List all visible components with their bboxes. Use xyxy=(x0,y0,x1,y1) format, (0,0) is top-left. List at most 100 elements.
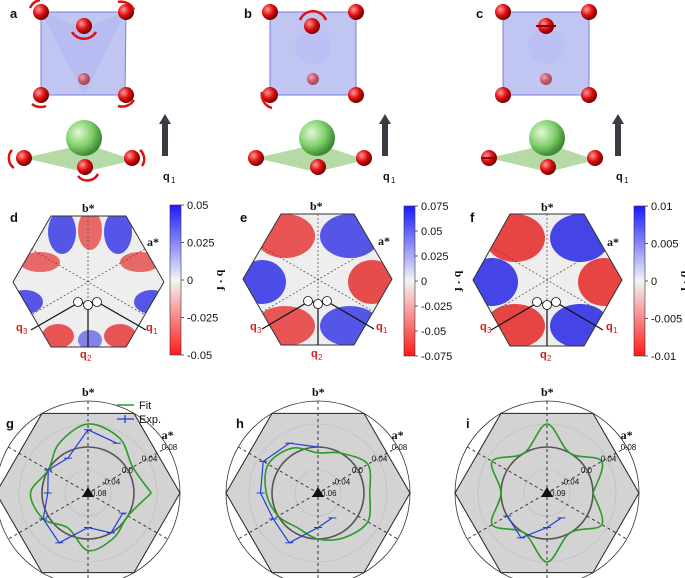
octahedron-a xyxy=(28,0,136,109)
svg-text:q: q xyxy=(480,321,487,333)
polar-b-star-label: b* xyxy=(82,385,95,399)
hex-border-f xyxy=(472,213,623,347)
panel-label-b: b xyxy=(244,6,252,21)
polar-fit-line xyxy=(29,423,152,552)
polar-center-triangle xyxy=(541,487,553,497)
panel-label-g: g xyxy=(6,416,14,431)
polar-exp-line xyxy=(506,515,562,539)
svg-text:1: 1 xyxy=(171,176,176,185)
svg-text:q: q xyxy=(311,348,318,360)
colorbar-tick-label: 0 xyxy=(421,276,427,288)
panel-label-d: d xyxy=(10,210,18,225)
polar-center-triangle xyxy=(82,487,94,497)
svg-text:2: 2 xyxy=(87,354,92,363)
svg-text:2: 2 xyxy=(318,353,323,362)
colorbar-tick-label: -0.05 xyxy=(421,326,446,338)
polar-center-tick-label: 0.09 xyxy=(550,489,566,498)
svg-text:q: q xyxy=(163,171,170,183)
svg-text:1: 1 xyxy=(624,176,629,185)
octahedron-b xyxy=(260,4,364,110)
polar-exp-line xyxy=(42,429,124,544)
q-paths-e xyxy=(261,296,375,345)
svg-text:q: q xyxy=(606,321,613,333)
polar-tick-label: 0.08 xyxy=(621,443,637,452)
panel-label-h: h xyxy=(236,416,244,431)
hex-border-e xyxy=(242,213,393,346)
polar-a-star-label: a* xyxy=(621,428,633,442)
colorbar-tick-label: -0.05 xyxy=(187,350,212,362)
colorbar-title: b · f xyxy=(678,271,685,293)
polar-center-tick-label: 0.06 xyxy=(321,489,337,498)
svg-text:3: 3 xyxy=(23,327,28,336)
svg-text:q: q xyxy=(250,321,257,333)
polar-a-star-label: a* xyxy=(162,428,174,442)
colorbar-tick-label: 0.05 xyxy=(421,226,442,238)
polar-tick-label: 0.0 xyxy=(352,466,364,475)
polar-center-triangle xyxy=(312,487,324,497)
polar-tick-label: -0.04 xyxy=(332,478,351,487)
colorbar-tick-label: 0 xyxy=(651,276,657,288)
polar-exp-line xyxy=(259,442,333,544)
colorbar-title: b · f xyxy=(214,270,228,292)
panel-label-f: f xyxy=(470,210,475,225)
polar-plot-g: 0.08 0.04 0.0-0.04 0.08 b* a* xyxy=(0,385,181,578)
polar-tick-label: 0.0 xyxy=(581,466,593,475)
b-star-label-d: b* xyxy=(82,201,95,215)
triangle-c xyxy=(481,114,624,175)
hex-border-d xyxy=(12,215,165,348)
colorbar-tick-label: 0.05 xyxy=(187,200,208,212)
colorbar-tick-label: -0.01 xyxy=(651,351,676,363)
polar-tick-label: 0.04 xyxy=(372,455,388,464)
polar-plot-i: 0.080.040.0-0.040.09b*a* xyxy=(454,385,640,578)
polar-fit-line xyxy=(490,423,604,563)
polar-b-star-label: b* xyxy=(541,385,554,399)
svg-text:q: q xyxy=(146,322,153,334)
q-paths-d xyxy=(30,297,147,347)
triangle-b xyxy=(248,114,391,175)
svg-text:q: q xyxy=(376,321,383,333)
legend-exp-label: Exp. xyxy=(139,414,161,426)
polar-center-tick-label: 0.08 xyxy=(91,489,107,498)
colorbar-tick-label: 0.005 xyxy=(651,239,679,251)
a-star-label-e: a* xyxy=(378,234,390,248)
svg-text:1: 1 xyxy=(391,176,396,185)
svg-text:1: 1 xyxy=(383,326,388,335)
svg-text:2: 2 xyxy=(547,354,552,363)
colorbar-tick-label: -0.025 xyxy=(187,313,218,325)
polar-fit-line xyxy=(264,447,372,541)
legend: Fit Exp. xyxy=(117,400,161,426)
panel-label-e: e xyxy=(240,210,247,225)
colorbar-f xyxy=(633,205,646,357)
polar-b-star-label: b* xyxy=(312,385,325,399)
a-star-label-f: a* xyxy=(607,235,619,249)
panel-label-i: i xyxy=(466,416,470,431)
colorbar-tick-label: -0.005 xyxy=(651,314,682,326)
colorbar-d xyxy=(169,204,182,356)
q-paths-f xyxy=(490,297,604,346)
polar-tick-label: 0.0 xyxy=(122,466,134,475)
svg-text:q: q xyxy=(80,349,87,361)
svg-text:q: q xyxy=(616,171,623,183)
colorbar-title: b · f xyxy=(452,271,466,293)
b-star-label-f: b* xyxy=(541,200,554,214)
svg-text:q: q xyxy=(540,349,547,361)
polar-tick-label: 0.04 xyxy=(601,455,617,464)
colorbar-tick-label: 0.025 xyxy=(421,251,449,263)
polar-tick-label: 0.08 xyxy=(162,443,178,452)
polar-tick-label: 0.08 xyxy=(392,443,408,452)
triangle-a xyxy=(7,114,171,182)
polar-plot-h: 0.080.040.0-0.040.06b*a* xyxy=(225,385,411,578)
polar-tick-label: -0.04 xyxy=(102,478,121,487)
colorbar-tick-label: 0 xyxy=(187,275,193,287)
svg-text:q: q xyxy=(383,171,390,183)
legend-fit-label: Fit xyxy=(139,400,151,412)
a-star-label-d: a* xyxy=(147,235,159,249)
polar-tick-label: 0.04 xyxy=(142,455,158,464)
